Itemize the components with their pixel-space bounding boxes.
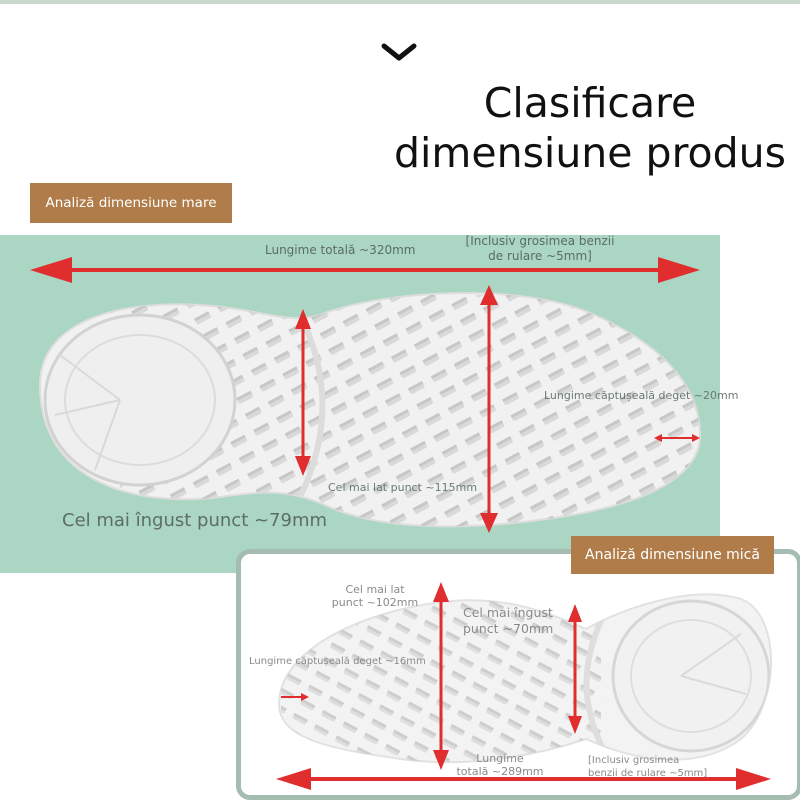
- large-tread-note: [Inclusiv grosimea benzii de rulare ~5mm…: [445, 234, 635, 264]
- small-widest-line-2: punct ~102mm: [331, 596, 419, 609]
- large-narrowest-label: Cel mai îngust punct ~79mm: [62, 510, 328, 531]
- small-narrowest-label: Cel mai îngust punct ~70mm: [463, 605, 553, 637]
- chevron-down-icon[interactable]: [378, 36, 420, 66]
- top-divider: [0, 0, 800, 4]
- small-total-line-1: Lungime: [476, 752, 524, 765]
- title-line-1: Clasificare: [483, 79, 697, 127]
- small-total-line-2: totală ~289mm: [456, 765, 544, 778]
- small-note-line-1: [Inclusiv grosimea: [588, 755, 680, 766]
- small-narrowest-line-2: punct ~70mm: [463, 621, 554, 636]
- small-tread-note: [Inclusiv grosimea benzii de rulare ~5mm…: [588, 754, 707, 780]
- large-toe-lining-label: Lungime căptușeală deget ~20mm: [544, 389, 739, 402]
- page-title: Clasificare dimensiune produs: [300, 78, 800, 178]
- large-size-tag: Analiză dimensiune mare: [30, 183, 232, 223]
- small-widest-line-1: Cel mai lat: [345, 583, 405, 596]
- small-note-line-2: benzii de rulare ~5mm]: [588, 768, 708, 779]
- large-sole-illustration: [30, 257, 702, 533]
- small-narrowest-line-1: Cel mai îngust: [463, 605, 553, 620]
- small-sole-illustration: [276, 582, 772, 790]
- large-widest-label: Cel mai lat punct ~115mm: [328, 481, 478, 494]
- small-toe-lining-label: Lungime căptușeală deget ~16mm: [249, 656, 426, 667]
- large-note-line-2: de rulare ~5mm]: [488, 249, 592, 263]
- large-total-length-label: Lungime totală ~320mm: [265, 243, 416, 257]
- large-note-line-1: [Inclusiv grosimea benzii: [465, 234, 615, 248]
- small-widest-label: Cel mai lat punct ~102mm: [320, 583, 430, 609]
- small-size-tag: Analiză dimensiune mică: [571, 536, 774, 574]
- title-line-2: dimensiune produs: [394, 129, 786, 177]
- small-total-length-label: Lungime totală ~289mm: [445, 752, 555, 778]
